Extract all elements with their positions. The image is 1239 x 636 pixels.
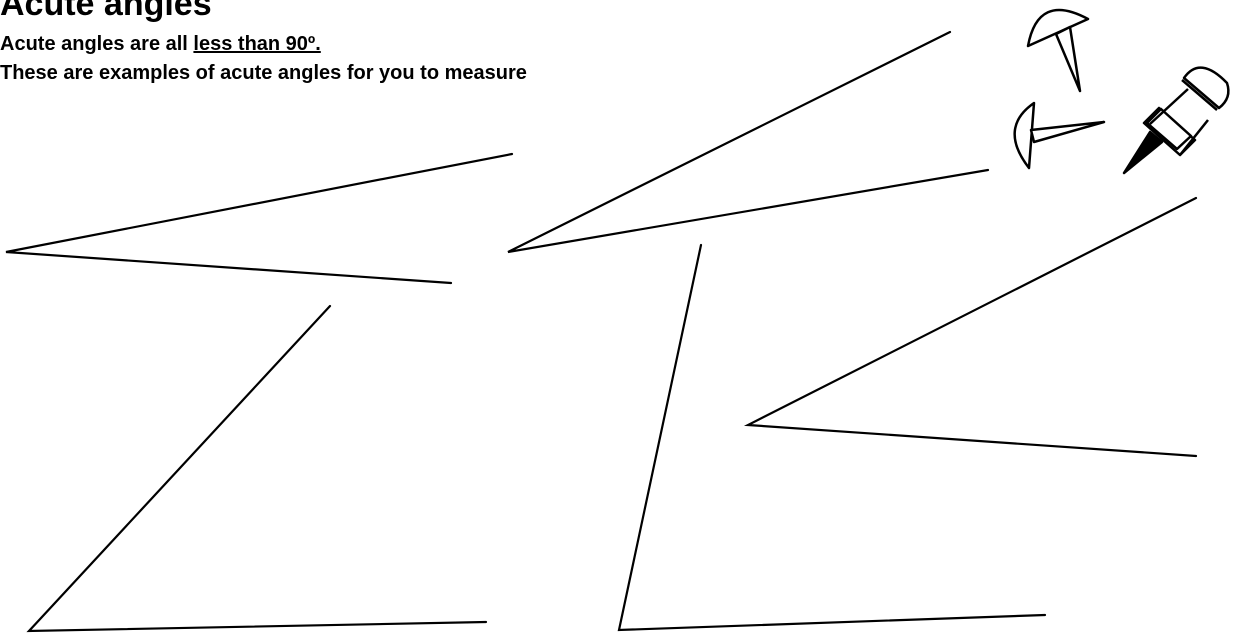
angle-5 bbox=[743, 196, 1198, 458]
angle-2 bbox=[507, 30, 990, 254]
page-title: Acute angles bbox=[0, 0, 212, 23]
instruction-text: These are examples of acute angles for y… bbox=[0, 62, 527, 84]
angle-1 bbox=[5, 152, 514, 285]
definition-prefix: Acute angles are all bbox=[0, 33, 194, 55]
angle-4 bbox=[617, 243, 1047, 632]
definition-text: Acute angles are all less than 90º. bbox=[0, 32, 321, 56]
pushpin-icon bbox=[1122, 66, 1230, 175]
definition-emphasis: less than 90º. bbox=[193, 33, 321, 55]
pushpin-icon bbox=[1026, 8, 1090, 93]
angle-3 bbox=[26, 304, 488, 633]
pushpin-icon bbox=[1013, 101, 1106, 170]
